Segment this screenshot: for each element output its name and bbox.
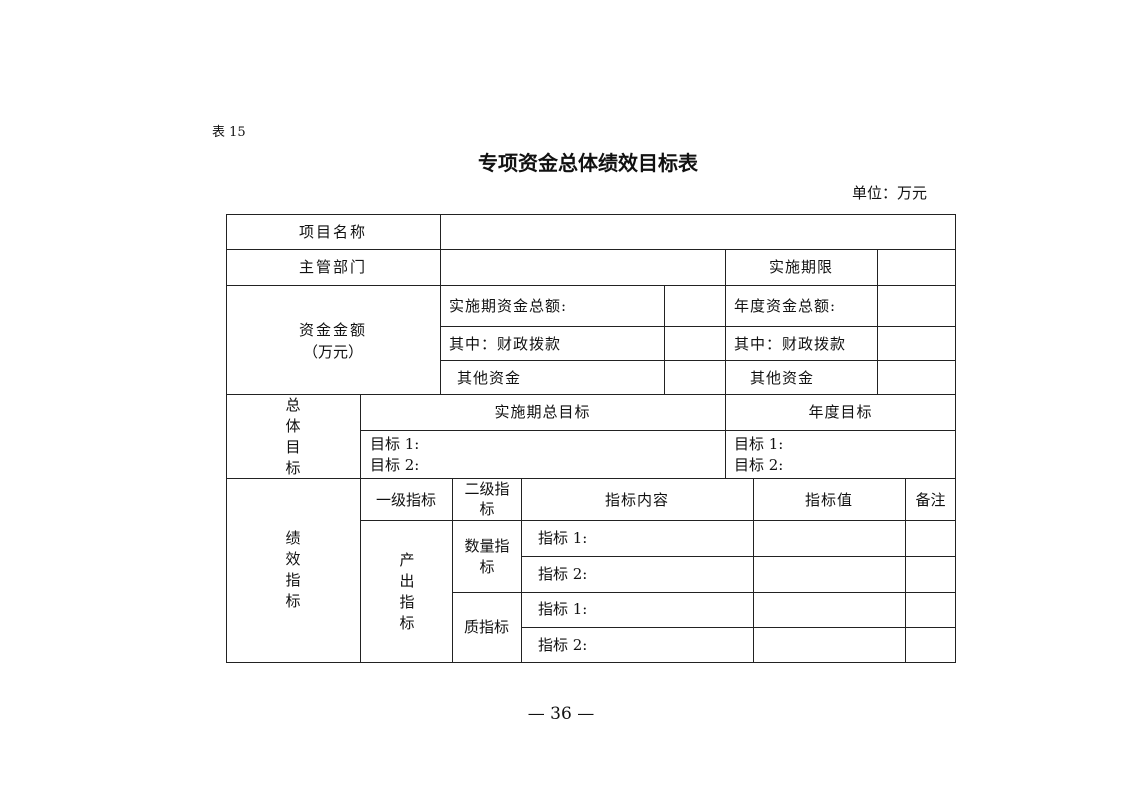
period-goal-header: 实施期总目标 [494,403,591,421]
grid-line [905,478,906,663]
period-label: 实施期限 [768,258,833,276]
table-number: 表 15 [212,125,246,140]
department-label: 主管部门 [298,258,367,276]
grid-line [521,627,956,628]
grid-line [521,556,956,557]
grid-line [452,478,453,663]
performance-target-table [226,214,956,663]
grid-line [753,478,754,663]
grid-line [226,478,956,479]
page-number: — 36 — [527,704,595,724]
annual-goal-header: 年度目标 [808,403,873,421]
fiscal-label: 其中：财政拨款 [734,335,847,353]
grid-line [440,326,956,327]
grid-line [226,394,956,395]
grid-line [360,430,956,431]
quality-indicator-label: 质指标 [463,618,509,636]
fiscal-label: 其中：财政拨款 [449,335,562,353]
indicator-item: 指标 2: [538,565,588,583]
grid-line [452,592,956,593]
level1-header: 一级指标 [375,491,436,509]
goal-item: 目标 1: [734,435,784,453]
grid-line [664,285,665,394]
funds-unit: （万元） [302,343,363,361]
grid-line [440,360,956,361]
goal-item: 目标 2: [370,456,420,474]
unit-label: 单位：万元 [852,184,928,202]
remark-header: 备注 [915,491,946,509]
grid-line [226,249,956,250]
value-header: 指标值 [804,491,853,509]
goal-item: 目标 1: [370,435,420,453]
grid-line [440,214,441,394]
grid-line [725,249,726,285]
level2-header: 二级指标 [464,480,510,518]
grid-line [360,394,361,663]
indicator-item: 指标 2: [538,636,588,654]
period-total-label: 实施期资金总额: [449,297,568,315]
grid-line [877,249,878,394]
indicator-item: 指标 1: [538,529,588,547]
indicator-item: 指标 1: [538,600,588,618]
grid-line [226,285,956,286]
quantity-indicator-label: 数量指标 [464,537,510,576]
other-funds-label: 其他资金 [750,369,815,387]
funds-label: 资金金额 [298,321,367,339]
grid-line [360,520,956,521]
project-name-label: 项目名称 [298,223,367,241]
output-indicator-label: 产出指标 [399,551,415,632]
goal-item: 目标 2: [734,456,784,474]
grid-line [521,478,522,663]
grid-line [725,285,726,478]
performance-label: 绩效指标 [285,529,301,610]
page-title: 专项资金总体绩效目标表 [478,151,698,175]
other-funds-label: 其他资金 [457,369,522,387]
content-header: 指标内容 [604,491,669,509]
overall-goal-label: 总体目标 [285,396,301,477]
annual-total-label: 年度资金总额: [734,297,837,315]
